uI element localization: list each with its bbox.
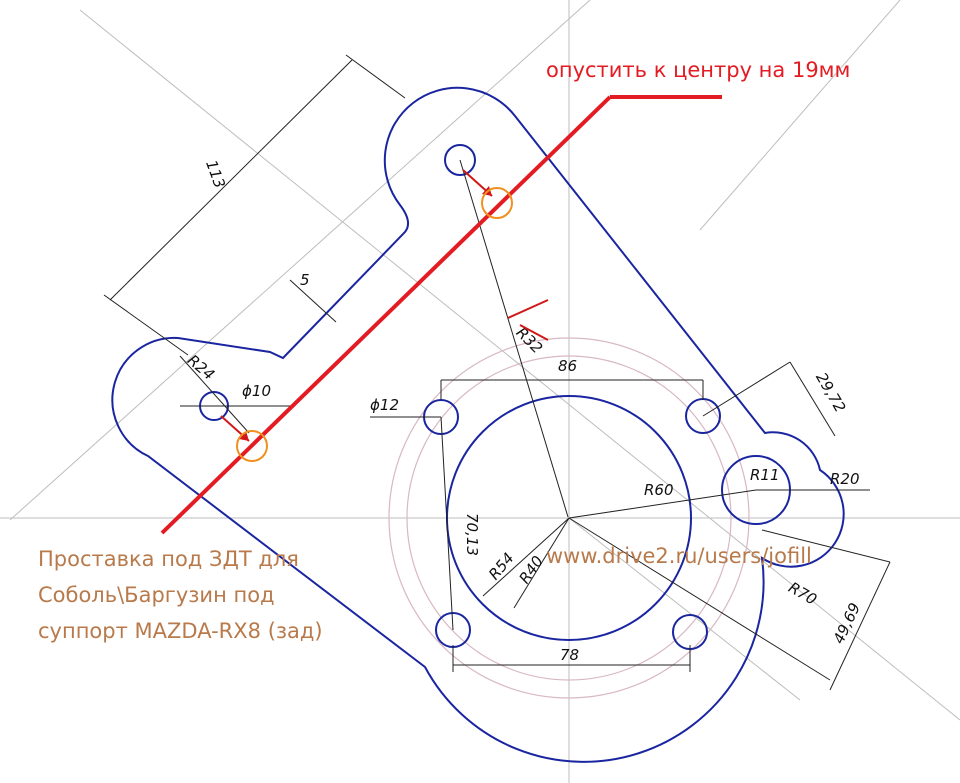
dim-78: 78 — [560, 646, 579, 664]
caption: Проставка под ЗДТ для Соболь\Баргузин по… — [38, 541, 323, 649]
dim-5: 5 — [300, 271, 310, 289]
red-cross-mark-1 — [507, 299, 549, 319]
caption-line-3: суппорт MAZDA-RX8 (зад) — [38, 619, 323, 643]
dim-70-13: 70,13 — [463, 513, 481, 556]
caption-line-2: Соболь\Баргузин под — [38, 583, 275, 607]
red-offset-line — [160, 95, 612, 535]
pcd-circle-inner — [406, 355, 732, 681]
diagonal-axis-4 — [699, 0, 901, 231]
caption-line-1: Проставка под ЗДТ для — [38, 547, 299, 571]
dim-49-69: 49,69 — [830, 600, 864, 647]
diagonal-axis-1 — [79, 9, 960, 721]
pcd-circle-outer — [388, 337, 750, 699]
dim-r60: R60 — [644, 481, 674, 499]
dim-86: 86 — [558, 357, 577, 375]
orange-target-top — [481, 187, 513, 219]
red-arrowhead-left — [239, 431, 249, 441]
source-url: www.drive2.ru/users/jofill — [546, 544, 812, 568]
dim-phi12: ϕ12 — [370, 396, 399, 414]
instruction-note: опустить к центру на 19мм — [546, 58, 851, 82]
diagonal-axis-2 — [9, 0, 591, 521]
bolt-hole-bottom-right — [672, 614, 708, 650]
dim-r20: R20 — [830, 470, 860, 488]
dim-r24: R24 — [184, 351, 218, 384]
orange-target-left — [236, 430, 268, 462]
dim-r11: R11 — [750, 466, 780, 484]
dimension-lines — [103, 54, 891, 691]
dim-113: 113 — [202, 158, 229, 191]
part-outline — [111, 86, 845, 763]
diagonal-axis-3 — [568, 517, 801, 701]
dim-phi10: ϕ10 — [242, 382, 271, 400]
top-hole — [444, 144, 476, 176]
dim-r54: R54 — [485, 549, 518, 583]
dim-r40: R40 — [515, 553, 547, 588]
dim-29-72: 29,72 — [812, 369, 849, 415]
red-cross-mark-2 — [519, 324, 549, 341]
